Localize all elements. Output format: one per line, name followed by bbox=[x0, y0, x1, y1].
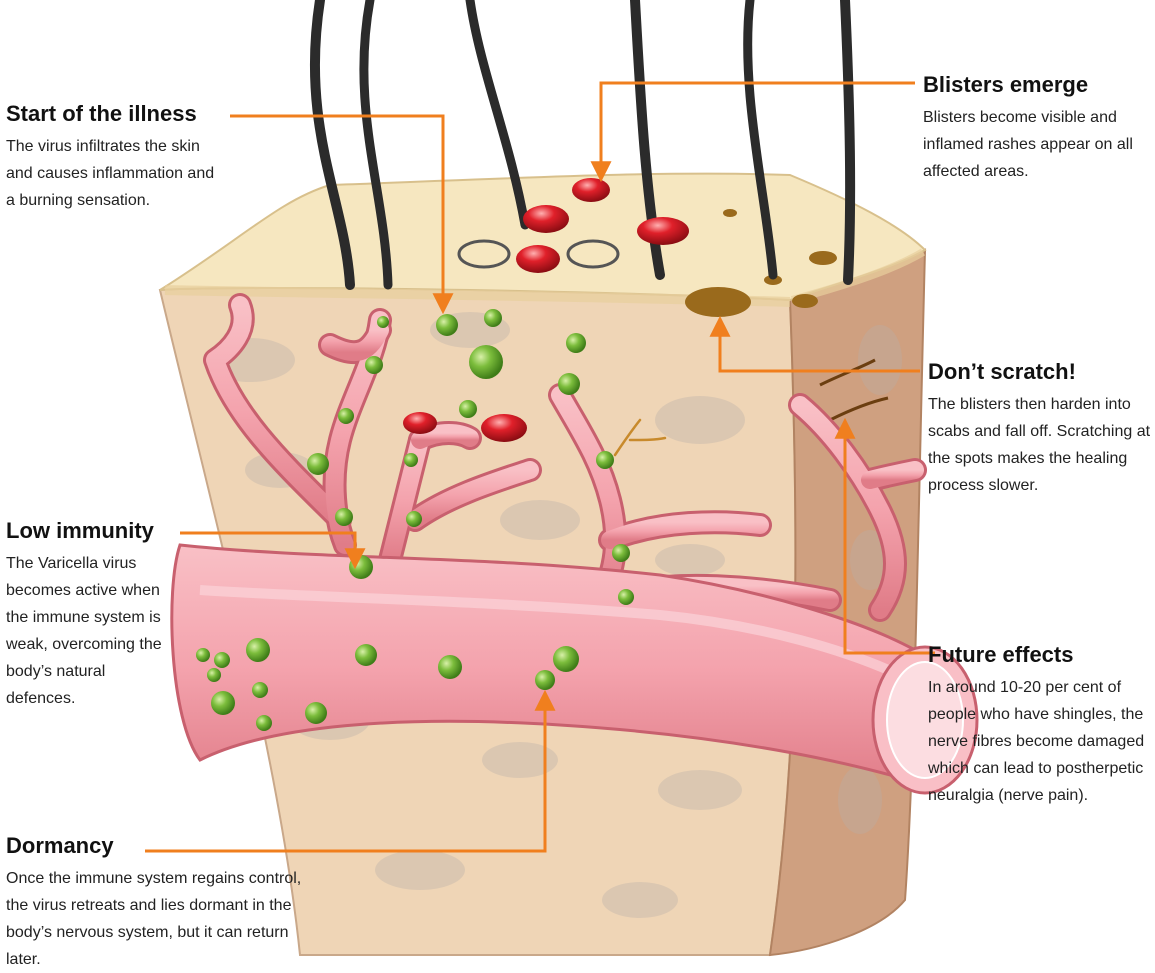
callout-start-of-illness: Start of the illness The virus infiltrat… bbox=[6, 101, 221, 214]
virus-particle bbox=[438, 655, 462, 679]
virus-particle bbox=[252, 682, 268, 698]
virus-particle bbox=[377, 316, 389, 328]
virus-particle bbox=[211, 691, 235, 715]
callout-body: The virus infiltrates the skin and cause… bbox=[6, 133, 221, 214]
virus-particle bbox=[618, 589, 634, 605]
callout-body: Blisters become visible and inflamed ras… bbox=[923, 104, 1153, 185]
virus-particle bbox=[305, 702, 327, 724]
callout-title: Future effects bbox=[928, 642, 1153, 668]
blister bbox=[572, 178, 610, 202]
blister bbox=[481, 414, 527, 442]
virus-particle bbox=[214, 652, 230, 668]
virus-particle bbox=[596, 451, 614, 469]
virus-particle bbox=[612, 544, 630, 562]
virus-particle bbox=[365, 356, 383, 374]
virus-particle bbox=[535, 670, 555, 690]
virus-particle bbox=[558, 373, 580, 395]
virus-particle bbox=[338, 408, 354, 424]
callout-future-effects: Future effects In around 10-20 per cent … bbox=[928, 642, 1153, 809]
virus-particle bbox=[566, 333, 586, 353]
virus-particle bbox=[196, 648, 210, 662]
callout-title: Low immunity bbox=[6, 518, 171, 544]
virus-particle bbox=[246, 638, 270, 662]
virus-particle bbox=[484, 309, 502, 327]
callout-dormancy: Dormancy Once the immune system regains … bbox=[6, 833, 306, 973]
callout-title: Dormancy bbox=[6, 833, 306, 859]
virus-particle bbox=[459, 400, 477, 418]
virus-particle bbox=[207, 668, 221, 682]
virus-particle bbox=[406, 511, 422, 527]
blister bbox=[403, 412, 437, 434]
blister bbox=[516, 245, 560, 273]
virus-particle bbox=[335, 508, 353, 526]
callout-body: Once the immune system regains control, … bbox=[6, 865, 306, 973]
blister bbox=[523, 205, 569, 233]
virus-particle bbox=[355, 644, 377, 666]
virus-particle bbox=[469, 345, 503, 379]
virus-particle bbox=[349, 555, 373, 579]
virus-particle bbox=[404, 453, 418, 467]
hair bbox=[845, 0, 850, 280]
virus-particle bbox=[553, 646, 579, 672]
callout-title: Blisters emerge bbox=[923, 72, 1153, 98]
virus-particle bbox=[307, 453, 329, 475]
skin-surface bbox=[160, 174, 925, 300]
callout-body: The blisters then harden into scabs and … bbox=[928, 391, 1153, 499]
callout-body: The Varicella virus becomes active when … bbox=[6, 550, 171, 712]
callout-title: Don’t scratch! bbox=[928, 359, 1153, 385]
callout-low-immunity: Low immunity The Varicella virus becomes… bbox=[6, 518, 171, 712]
callout-dont-scratch: Don’t scratch! The blisters then harden … bbox=[928, 359, 1153, 499]
virus-particle bbox=[436, 314, 458, 336]
callout-body: In around 10-20 per cent of people who h… bbox=[928, 674, 1153, 809]
blister bbox=[637, 217, 689, 245]
callout-blisters-emerge: Blisters emerge Blisters become visible … bbox=[923, 72, 1153, 185]
callout-title: Start of the illness bbox=[6, 101, 221, 127]
virus-particle bbox=[256, 715, 272, 731]
